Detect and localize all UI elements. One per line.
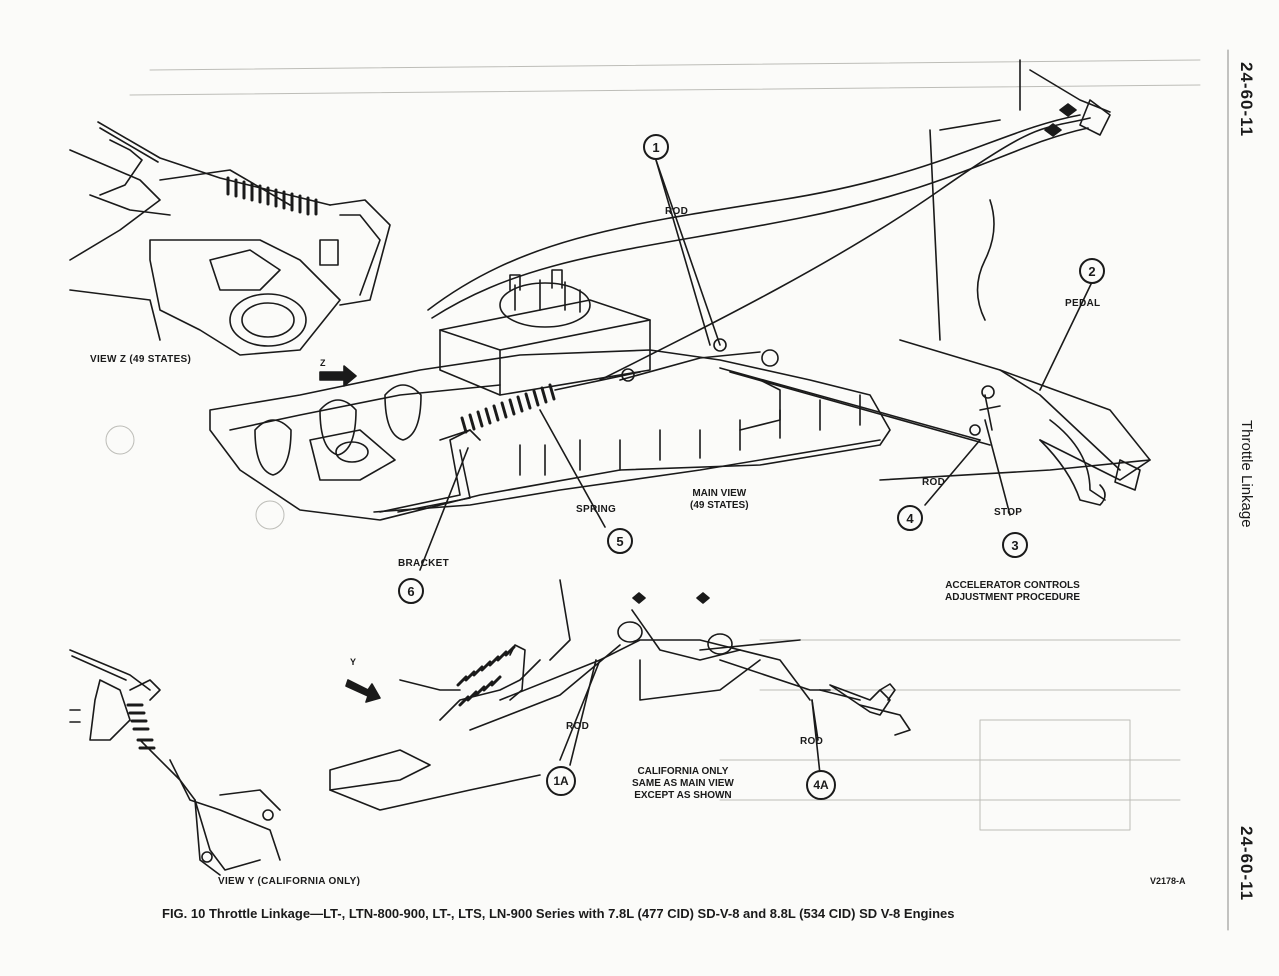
figure-code: V2178-A — [1150, 876, 1186, 886]
procedure-line-2: ADJUSTMENT PROCEDURE — [945, 592, 1081, 603]
view-z-label: VIEW Z (49 STATES) — [90, 354, 192, 365]
main-view-line-2: (49 STATES) — [690, 500, 749, 511]
bracket-label: BRACKET — [398, 558, 449, 569]
callout-5: 5 — [607, 528, 633, 554]
view-y-label: VIEW Y (CALIFORNIA ONLY) — [218, 876, 361, 887]
spring-label: SPRING — [576, 504, 617, 515]
page-number-top: 24-60-11 — [1237, 62, 1256, 138]
rod-label-4a: ROD — [800, 736, 824, 747]
california-note-line-2: SAME AS MAIN VIEW — [632, 778, 734, 789]
pedal-label: PEDAL — [1065, 298, 1101, 309]
callout-2: 2 — [1079, 258, 1105, 284]
stop-label: STOP — [994, 507, 1023, 518]
california-note-line-1: CALIFORNIA ONLY — [637, 766, 729, 777]
page-number-bottom: 24-60-11 — [1237, 826, 1256, 902]
callout-4a: 4A — [806, 770, 836, 800]
rod-label-1: ROD — [665, 206, 689, 217]
main-view-line-1: MAIN VIEW — [692, 488, 747, 499]
y-arrow-label: Y — [350, 657, 357, 667]
rod-label-4: ROD — [922, 477, 946, 488]
callout-1: 1 — [643, 134, 669, 160]
main-view-note: MAIN VIEW (49 STATES) — [690, 488, 749, 512]
callout-6: 6 — [398, 578, 424, 604]
procedure-note: ACCELERATOR CONTROLS ADJUSTMENT PROCEDUR… — [945, 580, 1080, 604]
callout-4: 4 — [897, 505, 923, 531]
callout-3: 3 — [1002, 532, 1028, 558]
procedure-line-1: ACCELERATOR CONTROLS — [945, 580, 1080, 591]
california-note: CALIFORNIA ONLY SAME AS MAIN VIEW EXCEPT… — [632, 766, 734, 802]
callout-1a: 1A — [546, 766, 576, 796]
section-title: Throttle Linkage — [1238, 420, 1255, 528]
rod-label-1a: ROD — [566, 721, 590, 732]
figure-caption: FIG. 10 Throttle Linkage—LT-, LTN-800-90… — [162, 906, 955, 921]
z-arrow-label: Z — [320, 358, 326, 368]
california-note-line-3: EXCEPT AS SHOWN — [634, 790, 732, 801]
